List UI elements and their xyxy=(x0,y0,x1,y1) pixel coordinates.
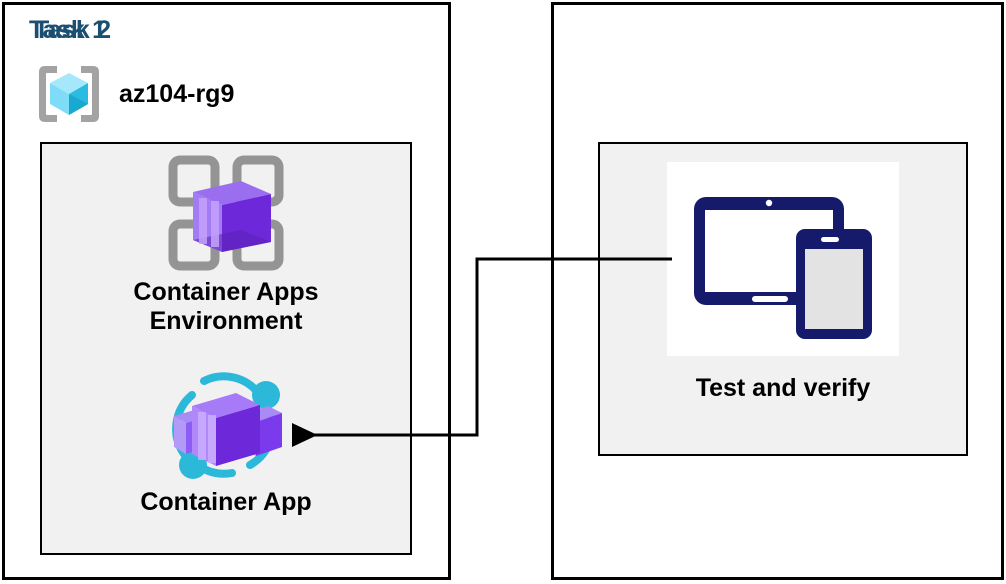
container-app-icon xyxy=(40,368,412,486)
container-apps-environment-caption: Container Apps Environment xyxy=(133,278,319,335)
container-apps-environment-icon xyxy=(40,152,412,274)
task-2-title: Task 2 xyxy=(34,16,112,44)
resource-group-label: az104-rg9 xyxy=(119,79,235,108)
task-1-title: Task 1 xyxy=(29,16,107,44)
resource-group-row: az104-rg9 xyxy=(33,63,234,125)
container-apps-environment-figure: Container Apps Environment xyxy=(40,152,412,336)
test-devices-icon xyxy=(688,179,878,339)
container-app-caption: Container App xyxy=(140,488,312,516)
test-and-verify-figure: Test and verify xyxy=(598,162,968,403)
resource-group-icon xyxy=(33,63,105,125)
test-and-verify-caption: Test and verify xyxy=(695,374,871,402)
test-icon-plate xyxy=(667,162,899,356)
container-app-figure: Container App xyxy=(40,368,412,517)
